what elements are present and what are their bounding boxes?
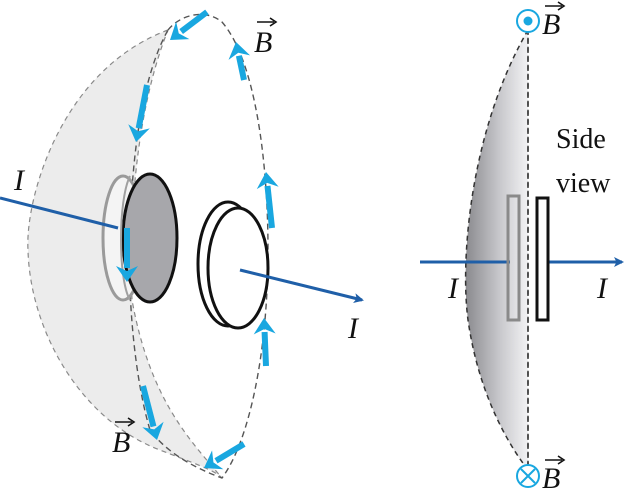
side-view: B B I I Side view xyxy=(420,1,624,495)
field-arrow xyxy=(204,441,246,470)
current-label-left: I xyxy=(13,164,26,197)
side-view-title-line2: view xyxy=(556,168,611,199)
field-arrow xyxy=(253,318,276,367)
field-arrow xyxy=(256,172,279,229)
side-field-label-bottom: B xyxy=(542,455,566,495)
left-plate-face xyxy=(121,172,179,304)
surface-cross-section xyxy=(464,27,529,473)
svg-text:B: B xyxy=(112,426,130,459)
svg-text:B: B xyxy=(542,462,560,495)
field-arrows xyxy=(116,9,279,470)
field-arrow xyxy=(228,42,251,81)
field-label-bottom: B xyxy=(112,417,136,459)
field-arrow xyxy=(170,9,209,40)
right-plate-front xyxy=(206,206,270,330)
outgoing-wire xyxy=(239,268,364,303)
side-view-title-line1: Side xyxy=(556,124,606,155)
left-plate-edge xyxy=(120,175,131,301)
svg-text:B: B xyxy=(254,26,272,59)
field-out-of-page-icon xyxy=(516,9,540,33)
side-field-label-top: B xyxy=(542,1,566,41)
side-current-label-right: I xyxy=(596,272,609,305)
side-current-label-left: I xyxy=(447,272,460,305)
svg-text:B: B xyxy=(542,8,560,41)
field-into-page-icon xyxy=(516,464,540,488)
field-label-top: B xyxy=(254,17,278,59)
side-right-plate xyxy=(535,196,550,322)
perspective-view: I I B B xyxy=(0,9,364,479)
current-label-right: I xyxy=(347,312,360,345)
field-arrow xyxy=(128,84,150,142)
field-arrow xyxy=(116,228,138,282)
field-arrow xyxy=(140,385,164,440)
incoming-wire xyxy=(0,196,119,230)
side-left-plate xyxy=(506,194,521,322)
